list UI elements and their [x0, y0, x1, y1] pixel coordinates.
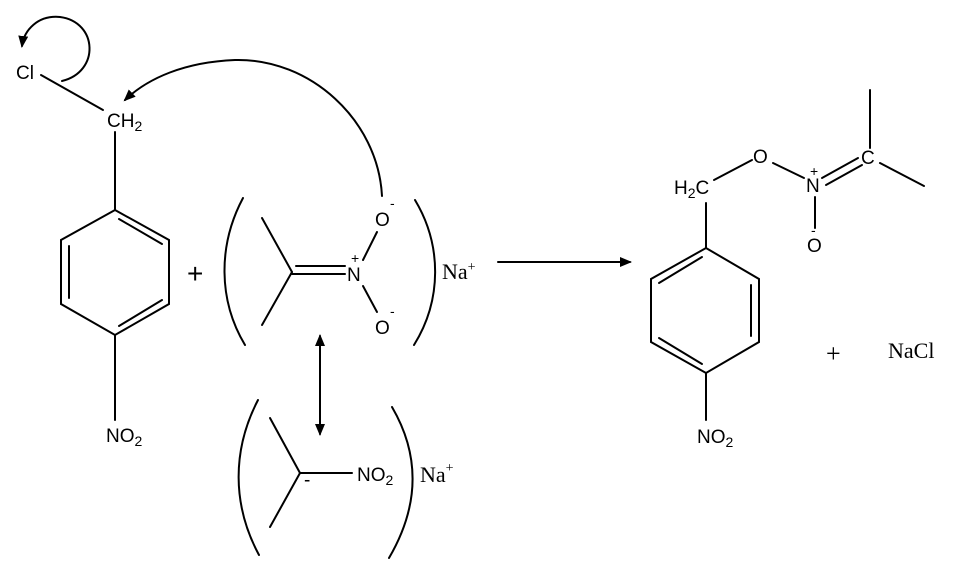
- nitrobenzyl-chloride: Cl CH2 NO2: [16, 15, 170, 449]
- o-n-bond: [772, 162, 805, 179]
- nitro-label: NO2: [697, 427, 734, 450]
- sodium-counterion: Na+: [420, 461, 454, 487]
- oxygen-label: O: [753, 147, 768, 168]
- carbon-label: C: [861, 148, 875, 169]
- sodium-counterion: Na+: [442, 259, 476, 284]
- oxygen-top-charge: -: [390, 195, 395, 211]
- nitro-label: NO2: [357, 465, 394, 488]
- n-o-bond: [362, 231, 378, 261]
- n-c-double-bond: [825, 164, 863, 186]
- nitro-label: NO2: [106, 426, 143, 449]
- chlorine-label: Cl: [16, 63, 34, 84]
- curved-arrow-cl-leaving: [18, 15, 91, 82]
- ring-double-bond: [658, 256, 703, 284]
- nitronic-ester-product: H2C O N + C O - NO2: [650, 89, 925, 450]
- oxygen-charge: -: [811, 222, 816, 238]
- sodium-nitronate: N + O - O - Na+: [223, 195, 476, 346]
- methyl-bond: [261, 217, 293, 273]
- c-o-bond: [713, 159, 753, 181]
- methyl-bond: [261, 271, 293, 326]
- n-c-double-bond: [821, 157, 859, 179]
- methyl-bond: [879, 162, 925, 187]
- oxygen-minus-label: O: [807, 236, 822, 257]
- plus-sign: +: [826, 339, 841, 368]
- ring-double-bond: [118, 299, 163, 327]
- c-cl-bond: [40, 74, 104, 111]
- right-bracket: [413, 199, 437, 346]
- carbanion-charge: -: [304, 470, 310, 491]
- plus-sign: +: [187, 258, 203, 289]
- sodium-chloride-label: NaCl: [888, 338, 934, 363]
- oxygen-top-label: O: [375, 210, 390, 231]
- ring-double-bond: [658, 337, 703, 365]
- ch2-label: CH2: [107, 111, 142, 134]
- nitrogen-charge: +: [351, 250, 359, 266]
- oxygen-bottom-charge: -: [390, 303, 395, 319]
- left-bracket: [223, 197, 246, 346]
- nitrogen-charge: +: [810, 163, 818, 179]
- nitrogen-label: N: [806, 176, 820, 197]
- methyl-bond: [269, 472, 301, 528]
- n-o-bond: [362, 285, 378, 313]
- benzene-ring: [650, 246, 760, 375]
- curved-arrow-nucleophilic-attack: [123, 58, 383, 197]
- ring-double-bond: [118, 218, 163, 245]
- left-bracket: [237, 399, 260, 556]
- benzene-ring: [60, 208, 170, 337]
- nitrogen-label: N: [347, 265, 361, 286]
- right-bracket: [388, 406, 414, 559]
- ch2-label: H2C: [674, 178, 709, 201]
- resonance-form-carbanion: - NO2 Na+: [237, 399, 454, 559]
- oxygen-bottom-label: O: [375, 318, 390, 339]
- methyl-bond: [269, 417, 301, 474]
